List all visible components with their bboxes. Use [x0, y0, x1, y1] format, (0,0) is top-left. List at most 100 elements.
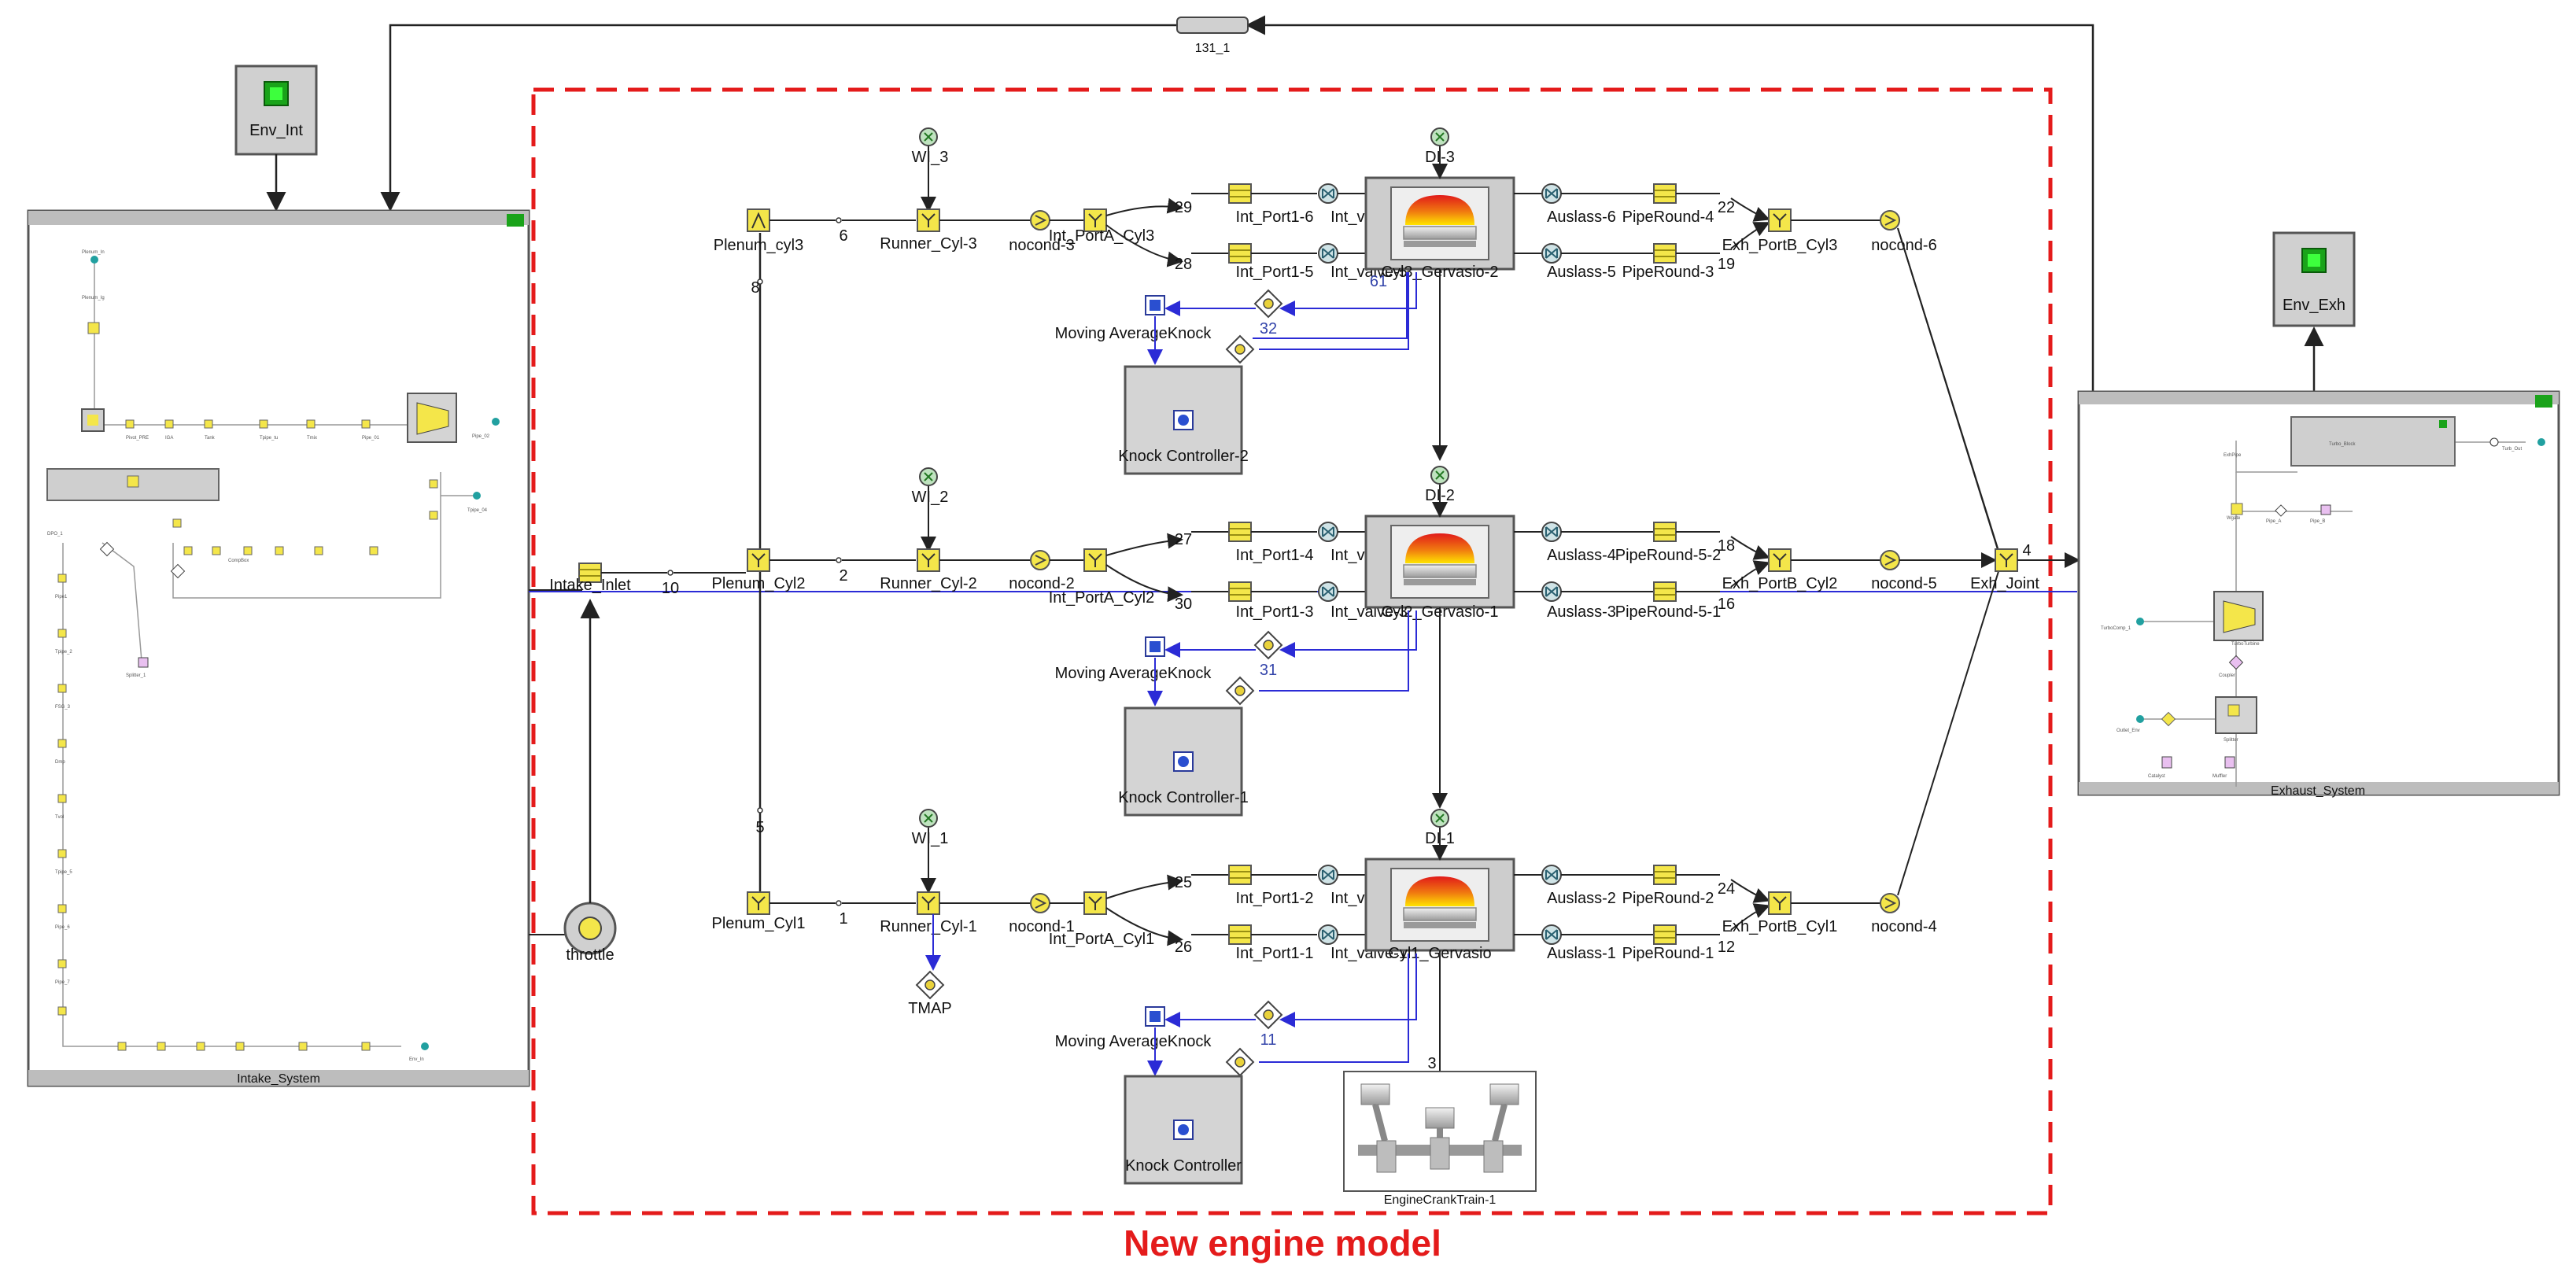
moving-avg-knock-2-label: Moving AverageKnock: [1055, 665, 1212, 682]
int-porta-cyl2[interactable]: Int_PortA_Cyl2: [1049, 548, 1155, 607]
throttle-valve[interactable]: throttle: [563, 902, 617, 964]
knock-sensor-3b[interactable]: [1226, 335, 1254, 363]
plenum-cyl2[interactable]: Plenum_Cyl2: [712, 548, 806, 592]
nocond-4[interactable]: nocond-4: [1871, 893, 1937, 935]
intake-system-block[interactable]: Intake_System: [27, 209, 530, 1087]
piperound-1[interactable]: PipeRound-1: [1622, 924, 1714, 962]
runner-cyl2-label: Runner_Cyl-2: [880, 575, 976, 592]
knock-sensor-2a[interactable]: [1254, 631, 1282, 659]
junction-dot: [757, 807, 763, 813]
auslass-3-label: Auslass-3: [1547, 603, 1616, 621]
knock-controller[interactable]: Knock Controller: [1124, 1075, 1243, 1185]
intake-mini-label: Plenum_In: [82, 250, 105, 255]
num-16: 16: [1718, 596, 1735, 613]
exh-portb-cyl3[interactable]: Exh_PortB_Cyl3: [1722, 208, 1838, 254]
int-port1-4[interactable]: Int_Port1-4: [1228, 522, 1314, 564]
runner-cyl3[interactable]: Runner_Cyl-3: [880, 208, 977, 253]
auslass-4[interactable]: Auslass-4: [1541, 522, 1616, 564]
exh-portb-cyl2-label: Exh_PortB_Cyl2: [1722, 575, 1838, 592]
recirc-pipe[interactable]: 131_1: [1176, 17, 1249, 55]
injector-wi3[interactable]: WI_3: [912, 127, 949, 166]
nocond-6[interactable]: nocond-6: [1871, 210, 1937, 254]
auslass-1[interactable]: Auslass-1: [1541, 924, 1616, 962]
intake-mini-label: Tpipe_2: [55, 650, 72, 655]
moving-avg-knock-1[interactable]: Moving AverageKnock: [1055, 1006, 1212, 1050]
plenum-cyl3[interactable]: Plenum_cyl3: [714, 208, 804, 254]
auslass-5-label: Auslass-5: [1547, 264, 1616, 281]
plenum-cyl1[interactable]: Plenum_Cyl1: [712, 891, 806, 932]
auslass-2[interactable]: Auslass-2: [1541, 865, 1616, 907]
int-port1-4-label: Int_Port1-4: [1236, 547, 1314, 564]
int-port1-2[interactable]: Int_Port1-2: [1228, 865, 1313, 907]
env-int-block[interactable]: Env_Int: [234, 65, 318, 156]
engine-crank-train[interactable]: EngineCrankTrain-1: [1343, 1071, 1537, 1207]
moving-avg-knock-3[interactable]: Moving AverageKnock: [1055, 295, 1212, 342]
num-27: 27: [1175, 531, 1192, 548]
nocond-5[interactable]: nocond-5: [1871, 550, 1937, 592]
exhaust-system-block[interactable]: Exhaust_System Turbo_Block Turb_Out Turb: [2077, 390, 2560, 798]
intake-mini-label: DPO_1: [47, 532, 63, 537]
intake-mini-label: Tpipe_04: [467, 508, 488, 513]
int-port1-5[interactable]: Int_Port1-5: [1228, 243, 1313, 281]
piperound-5-2-label: PipeRound-5-2: [1615, 547, 1722, 564]
intake-mini-label: Plenum_Ig: [82, 296, 105, 301]
moving-avg-knock-1-label: Moving AverageKnock: [1055, 1033, 1212, 1050]
tmap-label: TMAP: [908, 1000, 952, 1017]
piperound-4-label: PipeRound-4: [1622, 208, 1714, 226]
injector-wi2[interactable]: WI_2: [912, 467, 949, 506]
int-port1-3-label: Int_Port1-3: [1236, 603, 1314, 621]
throttle-label: throttle: [566, 946, 614, 964]
cylinder-1[interactable]: Cyl1_Gervasio: [1364, 858, 1515, 962]
exh-portb-cyl1[interactable]: Exh_PortB_Cyl1: [1722, 891, 1838, 935]
runner-cyl2[interactable]: Runner_Cyl-2: [880, 548, 977, 592]
piperound-5-2[interactable]: PipeRound-5-2: [1615, 522, 1722, 564]
intake-mini-label: Pipe_7: [55, 980, 70, 985]
runner-cyl1[interactable]: Runner_Cyl-1: [880, 891, 977, 935]
knock-sensor-1b[interactable]: [1226, 1048, 1254, 1076]
moving-avg-knock-2[interactable]: Moving AverageKnock: [1055, 636, 1212, 682]
intake-mini-label: IGA: [165, 436, 173, 441]
env-exh-label: Env_Exh: [2283, 297, 2345, 314]
nocond-in-1[interactable]: nocond-1: [1009, 893, 1075, 935]
exh-joint[interactable]: Exh_Joint: [1970, 548, 2039, 592]
auslass-3[interactable]: Auslass-3: [1541, 581, 1616, 621]
piperound-5-1[interactable]: PipeRound-5-1: [1615, 581, 1722, 621]
nocond-in-2[interactable]: nocond-2: [1009, 550, 1075, 592]
knock-sensor-2b[interactable]: [1226, 677, 1254, 705]
int-porta-cyl1-label: Int_PortA_Cyl1: [1049, 931, 1155, 948]
num-26: 26: [1175, 939, 1192, 956]
intake-mini-label: Splitter_1: [126, 673, 146, 678]
knock-sensor-1a[interactable]: [1254, 1001, 1282, 1029]
knock-controller-2[interactable]: Knock Controller-2: [1118, 365, 1249, 475]
num-25: 25: [1175, 874, 1192, 891]
exh-portb-cyl2[interactable]: Exh_PortB_Cyl2: [1722, 548, 1838, 592]
piperound-2[interactable]: PipeRound-2: [1622, 865, 1714, 907]
plenum-cyl3-label: Plenum_cyl3: [714, 237, 804, 254]
piperound-3[interactable]: PipeRound-3: [1622, 243, 1714, 281]
num-18: 18: [1718, 537, 1735, 555]
intake-mini-label: Pipe1: [55, 595, 68, 599]
intake-inlet-pipe[interactable]: Intake_Inlet: [549, 563, 631, 594]
auslass-5[interactable]: Auslass-5: [1541, 243, 1616, 281]
intake-mini-label: Dmp: [55, 760, 65, 765]
knock-controller-1[interactable]: Knock Controller-1: [1118, 706, 1249, 817]
knock-sensor-3a[interactable]: [1254, 290, 1282, 318]
int-port1-6[interactable]: Int_Port1-6: [1228, 183, 1313, 226]
num-30: 30: [1175, 596, 1192, 613]
wi2-label: WI_2: [912, 489, 949, 506]
nocond-in-3[interactable]: nocond-3: [1009, 210, 1075, 254]
piperound-4[interactable]: PipeRound-4: [1622, 183, 1714, 226]
int-porta-cyl3[interactable]: Int_PortA_Cyl3: [1049, 208, 1155, 245]
injector-wi1[interactable]: WI_1: [912, 809, 949, 847]
env-exh-block[interactable]: Env_Exh: [2272, 231, 2356, 327]
int-port1-3[interactable]: Int_Port1-3: [1228, 581, 1314, 621]
cylinder-2[interactable]: Cyl2_Gervasio-1: [1364, 515, 1515, 621]
int-port1-1[interactable]: Int_Port1-1: [1228, 924, 1314, 962]
tmap-sensor[interactable]: TMAP: [908, 971, 952, 1017]
intake-mini-label: Pipe_01: [362, 436, 380, 441]
auslass-6[interactable]: Auslass-6: [1541, 183, 1616, 226]
cylinder-3[interactable]: Cyl3_Gervasio-2: [1364, 176, 1515, 281]
int-port1-1-label: Int_Port1-1: [1236, 945, 1314, 962]
int-porta-cyl1[interactable]: Int_PortA_Cyl1: [1049, 891, 1155, 948]
int-porta-cyl2-label: Int_PortA_Cyl2: [1049, 589, 1155, 607]
